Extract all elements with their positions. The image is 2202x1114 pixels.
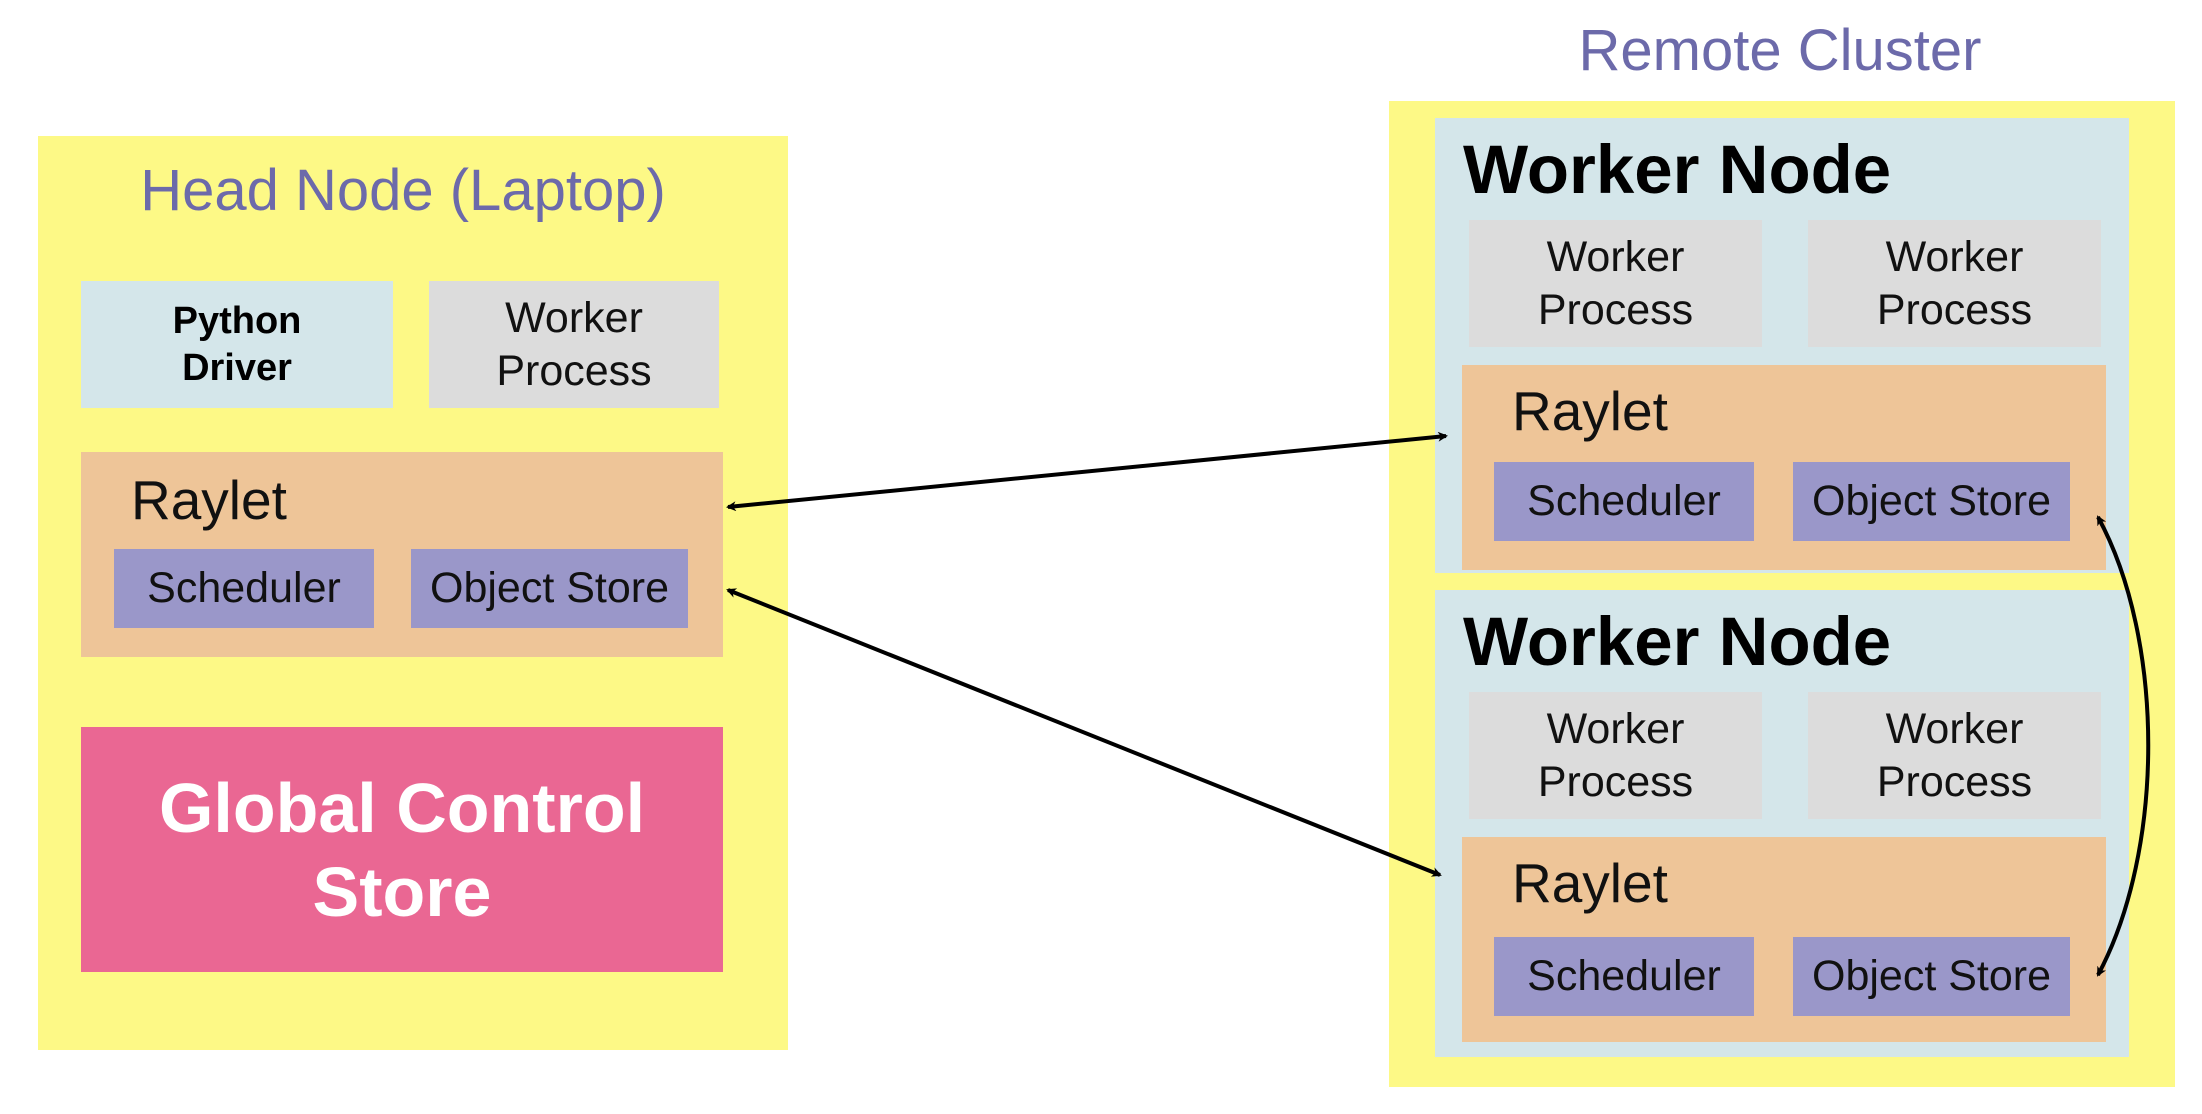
worker-process-label-line1: Worker: [505, 294, 643, 343]
worker-raylet: Raylet Scheduler Object Store: [1462, 365, 2106, 570]
worker-process: Worker Process: [1469, 692, 1762, 819]
arrow-object-store-to-object-store: [2096, 515, 2151, 977]
global-control-store: Global Control Store: [81, 727, 723, 972]
gcs-label-line2: Store: [312, 852, 492, 931]
worker-process-label-line1: Worker: [1546, 233, 1685, 282]
worker-node-1: Worker Node Worker Process Worker Proces…: [1435, 118, 2129, 573]
head-node-title: Head Node (Laptop): [140, 157, 666, 223]
worker-object-store: Object Store: [1793, 462, 2070, 541]
python-driver-label-line2: Driver: [182, 346, 292, 389]
object-store-label: Object Store: [1812, 477, 2051, 525]
worker-object-store: Object Store: [1793, 937, 2070, 1016]
worker-process: Worker Process: [1808, 220, 2101, 347]
worker-scheduler: Scheduler: [1494, 462, 1754, 541]
raylet-label: Raylet: [131, 469, 287, 531]
arrow-head-raylet-to-worker-raylet-1: [726, 431, 1448, 512]
raylet-label: Raylet: [1512, 380, 1668, 442]
object-store-label: Object Store: [1812, 952, 2051, 1000]
worker-raylet: Raylet Scheduler Object Store: [1462, 837, 2106, 1042]
worker-node-title: Worker Node: [1463, 603, 1892, 680]
head-worker-process: Worker Process: [429, 281, 719, 408]
worker-process-label-line1: Worker: [1885, 705, 2024, 754]
worker-scheduler: Scheduler: [1494, 937, 1754, 1016]
arrow-head-object-store-to-worker-raylet-2: [726, 588, 1442, 877]
worker-process: Worker Process: [1808, 692, 2101, 819]
worker-process-label-line2: Process: [1876, 285, 2033, 334]
worker-process-label-line2: Process: [1876, 757, 2033, 806]
raylet-label: Raylet: [1512, 852, 1668, 914]
worker-node-title: Worker Node: [1463, 131, 1892, 208]
scheduler-label: Scheduler: [1527, 952, 1721, 1000]
worker-process-label-line1: Worker: [1546, 705, 1685, 754]
python-driver-label-line1: Python: [172, 299, 302, 342]
head-raylet: Raylet Scheduler Object Store: [81, 452, 723, 657]
gcs-label-line1: Global Control: [158, 768, 646, 847]
scheduler-label: Scheduler: [147, 564, 341, 612]
object-store-label: Object Store: [430, 564, 669, 612]
remote-cluster-title: Remote Cluster: [1578, 17, 1982, 83]
worker-node-2: Worker Node Worker Process Worker Proces…: [1435, 590, 2129, 1057]
scheduler-label: Scheduler: [1527, 477, 1721, 525]
head-object-store: Object Store: [411, 549, 688, 628]
worker-process-label-line1: Worker: [1885, 233, 2024, 282]
python-driver: Python Driver: [81, 281, 393, 408]
worker-process-label-line2: Process: [1537, 285, 1694, 334]
worker-process: Worker Process: [1469, 220, 1762, 347]
worker-process-label-line2: Process: [496, 346, 652, 395]
worker-process-label-line2: Process: [1537, 757, 1694, 806]
head-scheduler: Scheduler: [114, 549, 374, 628]
